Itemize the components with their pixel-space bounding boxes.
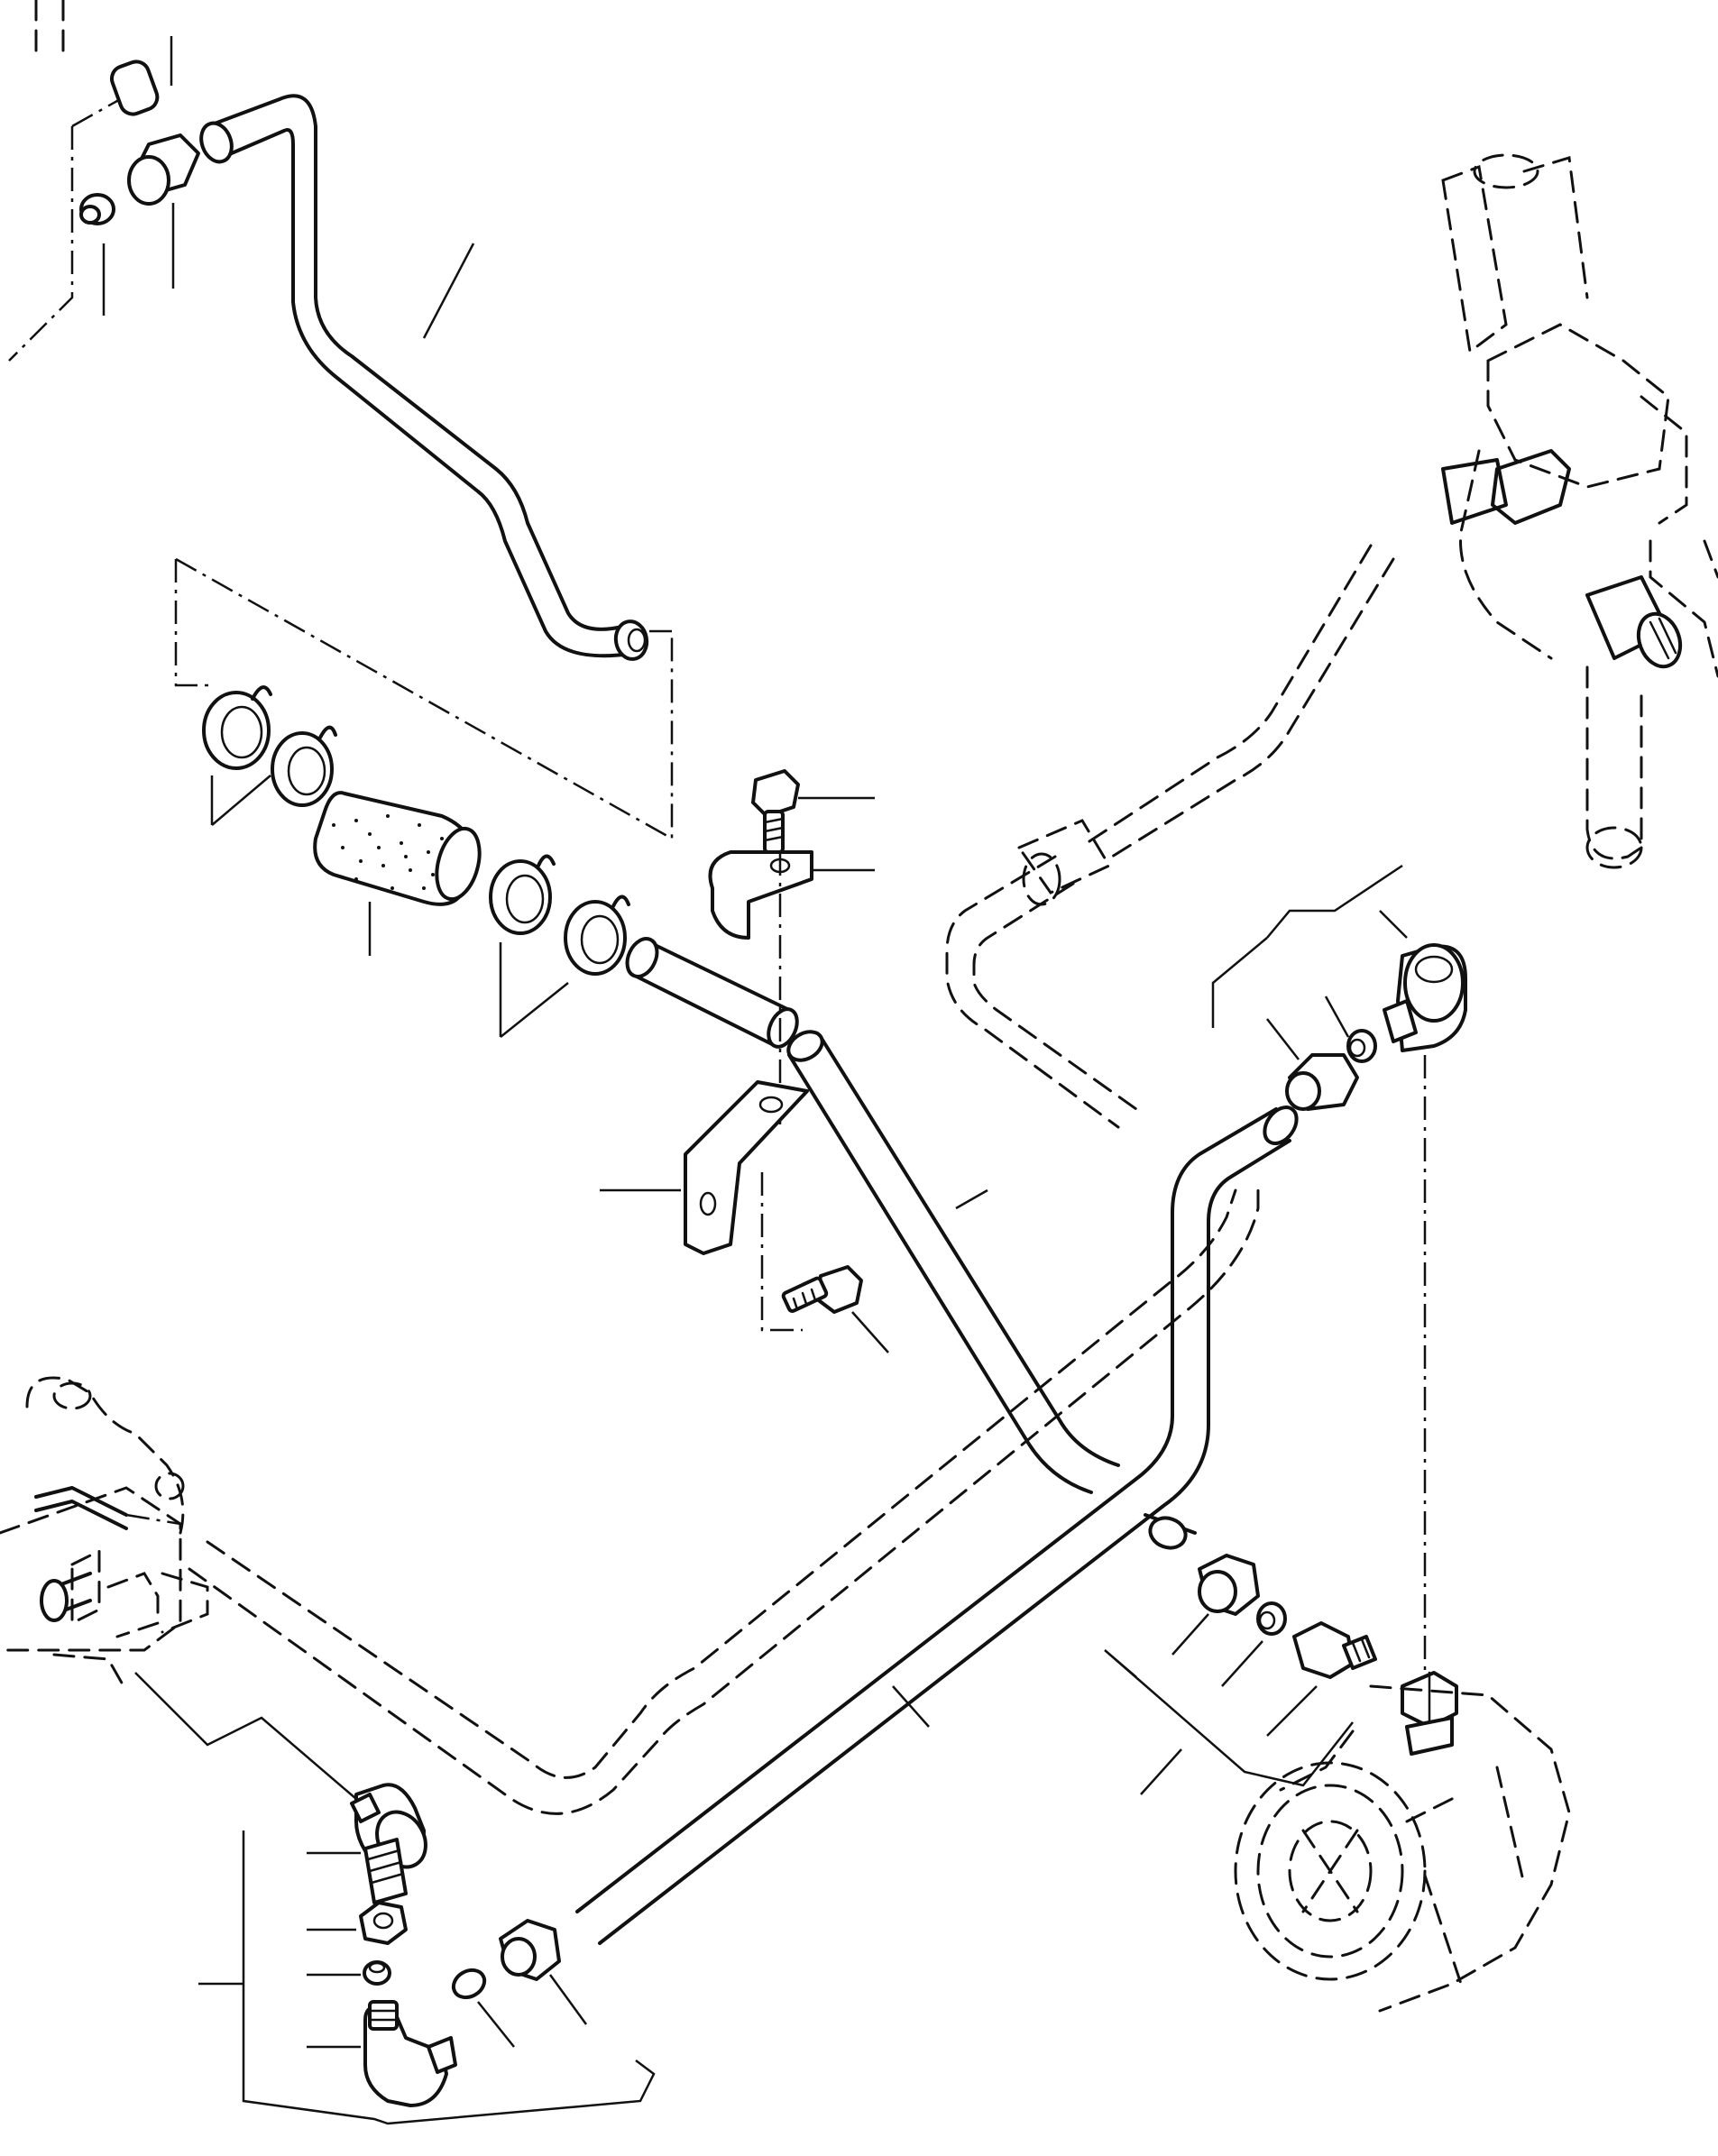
lower-left-fittings (198, 1783, 656, 2125)
leader-line (1266, 1685, 1318, 1737)
pipe-stub (625, 937, 799, 1049)
leader-line (1379, 910, 1408, 939)
flare-nut-lower-right (1198, 1554, 1260, 1616)
threaded-stub (1585, 575, 1683, 669)
leader-line (548, 1974, 588, 2025)
sleeve-lower-right (1256, 1601, 1287, 1636)
hose-assembly (174, 557, 799, 1049)
leader-line (477, 2001, 515, 2048)
flare-nut-pipe-end (499, 1919, 561, 1981)
compressor-fitting (1401, 1671, 1458, 1756)
dashed-pipe-lower-left (188, 1188, 1260, 1815)
sleeve-part (109, 60, 160, 116)
leader-line (210, 775, 271, 826)
elbow-fitting-upper (1383, 943, 1467, 1052)
hex-nut-lower (359, 1901, 408, 1945)
group-bracket (242, 1830, 656, 2125)
flare-nut-part (127, 133, 200, 206)
hose-band-right-1 (489, 854, 556, 935)
compressor (1234, 1671, 1571, 2013)
elbow-fitting-lower-top (350, 1783, 427, 1904)
leader-line (1266, 1018, 1300, 1060)
hose-band-right-2 (564, 895, 630, 976)
hose-band-left-1 (202, 685, 272, 770)
center-line (760, 1172, 803, 1332)
mounting-bracket (684, 1080, 809, 1255)
leader-line (1211, 937, 1268, 1028)
center-line (125, 1513, 181, 1526)
valve-block-upper-right (1441, 153, 1718, 869)
upper-pipe (199, 94, 649, 661)
center-line (8, 126, 74, 362)
connector-lower-right (1292, 1621, 1377, 1679)
bolt-top (751, 769, 800, 854)
upper-pipe-assembly (8, 0, 649, 661)
small-fitting-part (79, 193, 115, 225)
sleeve-upper (1346, 1029, 1377, 1063)
leader-line (955, 1188, 988, 1210)
leader-line (1221, 1640, 1263, 1687)
hose-band-left-2 (271, 725, 337, 807)
valve-body-lower-left (0, 1376, 357, 1800)
leader-line (1324, 995, 1350, 1038)
lower-right-fittings (1104, 1513, 1377, 1795)
sleeve-lower (363, 1960, 391, 1986)
leader-line (134, 1672, 357, 1800)
leader-line (1171, 1613, 1209, 1656)
leader-line (1140, 1748, 1182, 1795)
bolt-lower (781, 1265, 863, 1314)
center-line (175, 557, 674, 841)
leader-line (422, 243, 475, 339)
elbow-fitting-lower-bottom (363, 2000, 457, 2107)
pipe-clamp (708, 850, 813, 940)
dashed-pipe-upper-right (945, 544, 1395, 1129)
leader-line (851, 1311, 889, 1353)
clamp-bracket-assembly (600, 769, 889, 1353)
upper-right-fittings (1211, 864, 1467, 1673)
flare-nut-upper (1285, 1053, 1359, 1111)
rubber-hose (313, 791, 482, 906)
leader-line (892, 1685, 930, 1728)
center-line (174, 559, 212, 687)
main-pipe (786, 1030, 1120, 1494)
center-line (71, 84, 145, 128)
leader-line (1266, 864, 1403, 939)
lower-pipe (575, 1106, 1299, 1945)
sleeve-pipe-end (451, 1968, 487, 2000)
leader-line (499, 942, 569, 1038)
